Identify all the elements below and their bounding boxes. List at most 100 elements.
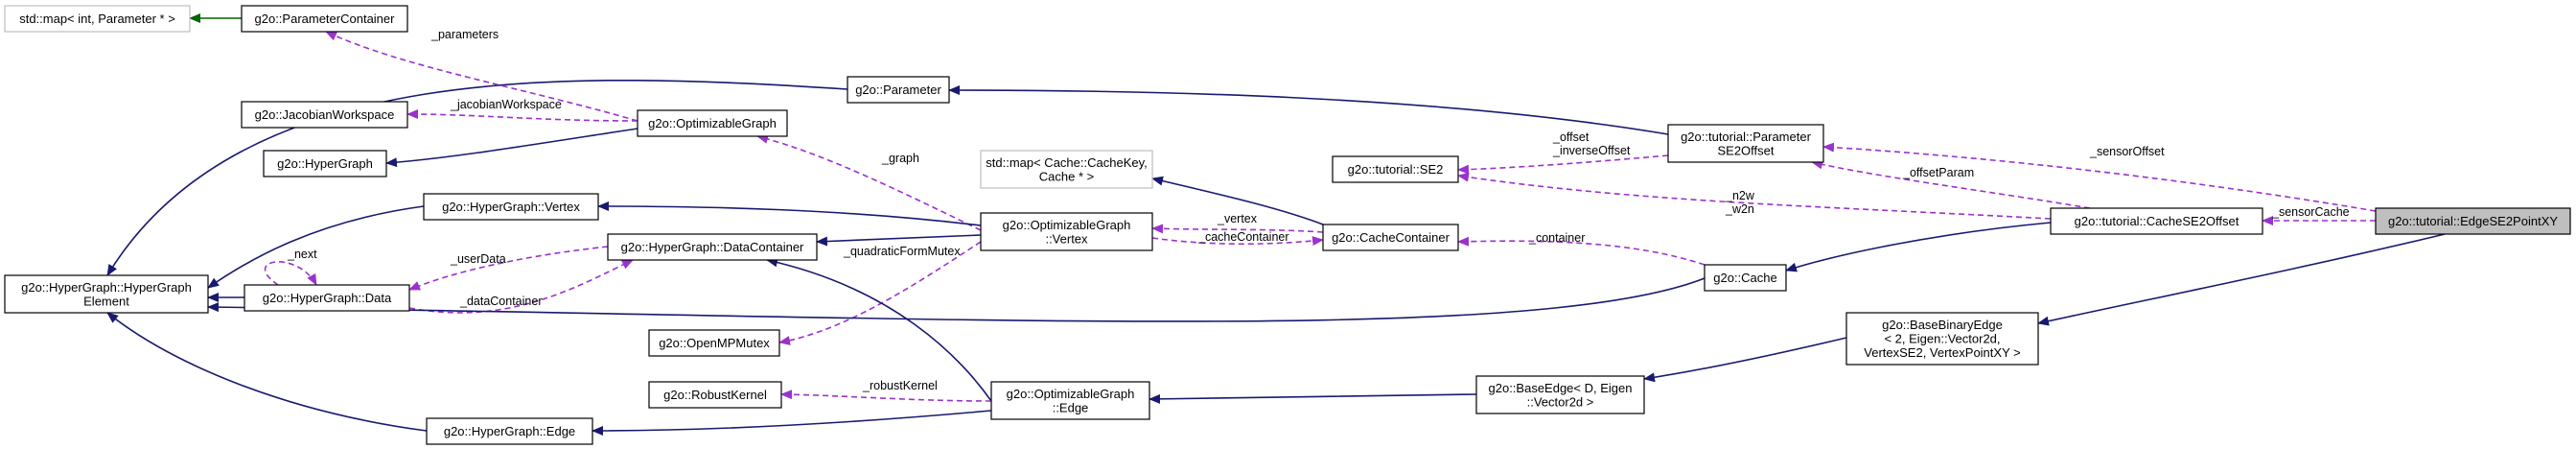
class-node-base-binary-edge[interactable]: g2o::BaseBinaryEdge< 2, Eigen::Vector2d,…	[1845, 312, 2039, 366]
class-node-label: g2o::HyperGraph::Data	[263, 291, 392, 305]
usage-edge: _graph	[756, 133, 982, 231]
inheritance-edge	[597, 201, 982, 226]
class-node-label: ::Edge	[1053, 400, 1089, 414]
class-node-box	[244, 284, 410, 312]
edge-line	[756, 133, 982, 231]
class-node-box	[648, 329, 780, 357]
class-node-box	[241, 101, 408, 129]
usage-edge: _sensorCache	[2262, 205, 2376, 225]
edge-line	[780, 390, 992, 402]
class-node-parameter[interactable]: g2o::Parameter	[847, 76, 950, 104]
edge-line	[1151, 224, 1324, 234]
edge-label: _userData	[450, 252, 506, 266]
class-node-hg-data[interactable]: g2o::HyperGraph::Data	[244, 284, 410, 312]
edge-line	[816, 234, 982, 247]
edge-line	[106, 79, 848, 276]
class-node-box	[426, 417, 593, 445]
class-node-label: g2o::BaseEdge< D, Eigen	[1489, 381, 1633, 395]
class-node-box	[847, 76, 950, 104]
edge-label: _quadraticFormMutex	[843, 245, 961, 258]
class-node-label: g2o::JacobianWorkspace	[255, 107, 395, 122]
inheritance-edge	[1643, 337, 1847, 383]
class-node-box	[980, 212, 1153, 251]
edge-label: _container	[1528, 231, 1585, 245]
class-node-label: std::map< int, Parameter * >	[19, 12, 175, 26]
usage-edge: _offsetParam	[1811, 159, 2091, 209]
class-node-label: g2o::tutorial::CacheSE2Offset	[2075, 214, 2239, 228]
edge-line	[597, 201, 982, 226]
edge-line	[1457, 154, 1669, 175]
class-node-label: g2o::CacheContainer	[1332, 230, 1450, 245]
class-node-cache-container[interactable]: g2o::CacheContainer	[1322, 224, 1459, 251]
class-node-jacobian-ws[interactable]: g2o::JacobianWorkspace	[241, 101, 408, 129]
edge-label: _next	[287, 248, 317, 261]
class-node-label: < 2, Eigen::Vector2d,	[1884, 332, 2000, 346]
inheritance-edge	[385, 128, 638, 168]
usage-edge: _jacobianWorkspace	[406, 98, 638, 122]
class-node-label: SE2Offset	[1717, 143, 1774, 157]
class-node-box	[263, 150, 387, 177]
class-node-cache-se2offset[interactable]: g2o::tutorial::CacheSE2Offset	[2050, 207, 2263, 235]
class-node-edge-se2pointxy[interactable]: g2o::tutorial::EdgeSE2PointXY	[2375, 207, 2571, 235]
inheritance-edge	[2037, 233, 2446, 326]
edge-line	[264, 261, 317, 286]
class-node-param-container[interactable]: g2o::ParameterContainer	[241, 5, 408, 33]
class-node-label: g2o::tutorial::Parameter	[1681, 130, 1812, 144]
edge-line	[948, 85, 1669, 135]
edge-line	[408, 246, 609, 291]
class-node-opt-vertex[interactable]: g2o::OptimizableGraph::Vertex	[980, 212, 1153, 251]
inheritance-edge	[1151, 176, 1324, 225]
inheritance-edge	[207, 277, 1706, 322]
inheritance-edge	[106, 312, 428, 432]
edge-line	[1151, 176, 1324, 225]
class-node-hg-vertex[interactable]: g2o::HyperGraph::Vertex	[423, 193, 599, 221]
class-node-label: g2o::HyperGraph::Edge	[444, 424, 575, 438]
class-node-box	[980, 150, 1153, 189]
usage-edge: _offset_inverseOffset	[1457, 130, 1669, 175]
edge-line	[408, 259, 634, 314]
edge-line	[1643, 337, 1847, 383]
class-node-opt-graph[interactable]: g2o::OptimizableGraph	[637, 109, 788, 137]
class-node-label: g2o::OpenMPMutex	[659, 336, 770, 350]
class-node-label: g2o::HyperGraph::HyperGraph	[21, 280, 192, 295]
edge-label: _offset	[1552, 130, 1590, 144]
class-node-base-edge[interactable]: g2o::BaseEdge< D, Eigen::Vector2d >	[1475, 375, 1645, 414]
class-node-cache[interactable]: g2o::Cache	[1704, 264, 1787, 292]
edge-line	[1151, 236, 1324, 247]
class-node-box	[1667, 124, 1824, 163]
class-node-label: Cache * >	[1039, 169, 1094, 183]
class-node-label: g2o::HyperGraph::Vertex	[442, 200, 580, 214]
class-node-box	[648, 381, 782, 409]
edge-label: _inverseOffset	[1552, 144, 1631, 157]
class-node-openmp-mutex[interactable]: g2o::OpenMPMutex	[648, 329, 780, 357]
edge-label: _n2w	[1725, 189, 1755, 202]
edge-line	[106, 312, 428, 432]
edge-label: _jacobianWorkspace	[450, 98, 562, 111]
class-node-box	[241, 5, 408, 33]
edge-line	[1457, 236, 1706, 266]
class-node-hg-datacontainer[interactable]: g2o::HyperGraph::DataContainer	[607, 233, 818, 261]
class-node-hg-edge[interactable]: g2o::HyperGraph::Edge	[426, 417, 593, 445]
class-node-box	[1332, 155, 1459, 183]
usage-edge: _sensorOffset	[1822, 142, 2377, 212]
edge-line	[1149, 393, 1477, 404]
class-node-box	[4, 274, 209, 314]
class-node-robust-kernel[interactable]: g2o::RobustKernel	[648, 381, 782, 409]
edge-line	[1822, 142, 2377, 212]
class-node-label: std::map< Cache::CacheKey,	[986, 155, 1148, 170]
class-node-tutorial-se2[interactable]: g2o::tutorial::SE2	[1332, 155, 1459, 183]
class-node-hypergraph[interactable]: g2o::HyperGraph	[263, 150, 387, 177]
class-node-stdmap-cache[interactable]: std::map< Cache::CacheKey,Cache * >	[980, 150, 1153, 189]
class-node-box	[607, 233, 818, 261]
edge-label: _parameters	[430, 28, 499, 41]
class-node-stdmap-param[interactable]: std::map< int, Parameter * >	[4, 5, 191, 33]
edge-line	[1457, 172, 2052, 220]
class-node-opt-edge[interactable]: g2o::OptimizableGraph::Edge	[990, 381, 1150, 420]
class-node-box	[4, 5, 191, 33]
usage-edge: _robustKernel	[780, 379, 992, 402]
class-node-label: g2o::BaseBinaryEdge	[1882, 318, 2003, 332]
edge-label: _sensorCache	[2271, 205, 2350, 219]
